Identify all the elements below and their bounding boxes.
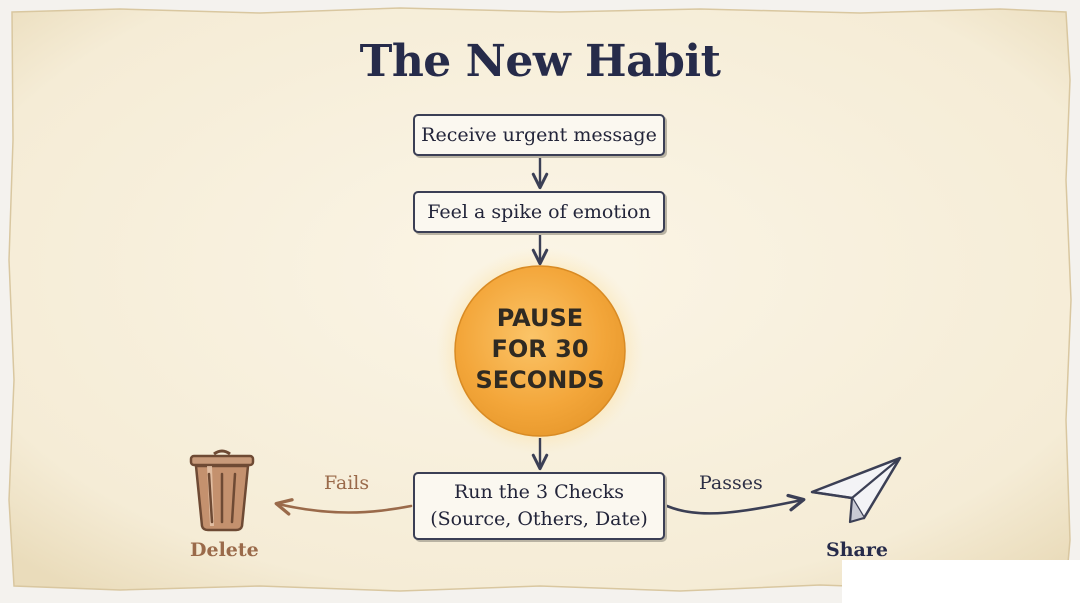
pause-line-3: SECONDS <box>475 366 605 394</box>
pause-line-2: FOR 30 <box>491 335 589 363</box>
step-feel-label: Feel a spike of emotion <box>427 201 651 223</box>
pause-line-1: PAUSE <box>496 304 584 332</box>
fails-label: Fails <box>324 472 370 494</box>
step-run-checks: Run the 3 Checks (Source, Others, Date) <box>413 472 665 540</box>
checks-line-2: (Source, Others, Date) <box>430 508 648 530</box>
checks-line-1: Run the 3 Checks <box>453 481 625 503</box>
pause-circle <box>454 265 626 437</box>
paper-plane-icon <box>810 456 902 524</box>
arrow-fails <box>274 498 413 516</box>
passes-label: Passes <box>699 472 763 494</box>
page-title: The New Habit <box>359 36 721 87</box>
arrow-passes <box>665 493 806 515</box>
delete-label: Delete <box>190 539 259 561</box>
share-label: Share <box>826 539 888 561</box>
trash-can-icon <box>189 449 255 532</box>
pause-label: PAUSE FOR 30 SECONDS <box>460 303 620 396</box>
step-receive-message: Receive urgent message <box>413 114 665 156</box>
step-feel-emotion: Feel a spike of emotion <box>413 191 665 233</box>
step-receive-label: Receive urgent message <box>421 124 657 146</box>
corner-patch <box>842 560 1080 603</box>
